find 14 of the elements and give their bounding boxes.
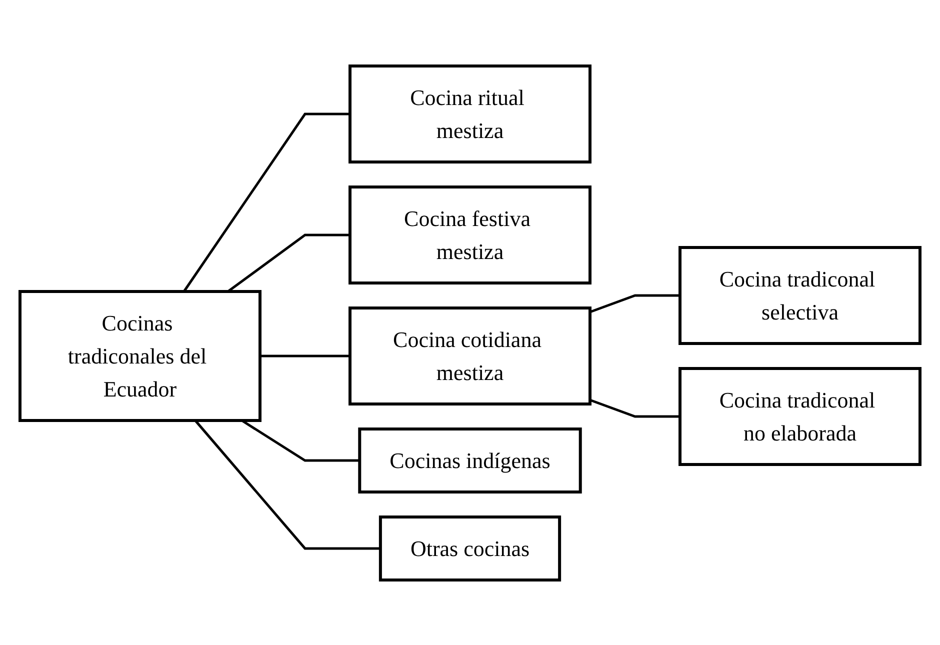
- node-box: Cocina festiva mestiza: [348, 185, 592, 284]
- connector: [590, 294, 680, 313]
- node-box: Otras cocinas: [378, 515, 562, 581]
- node-box: Cocina cotidiana mestiza: [348, 306, 592, 405]
- connector: [260, 354, 350, 357]
- connector: [194, 419, 380, 550]
- connector: [227, 233, 350, 292]
- node-box: Cocinas indígenas: [358, 427, 582, 493]
- node-box: Cocina ritual mestiza: [348, 64, 592, 163]
- connector: [182, 112, 350, 292]
- connector: [590, 398, 680, 418]
- node-box: Cocina tradiconal selectiva: [678, 246, 922, 344]
- node-box: Cocina tradiconal no elaborada: [678, 366, 922, 466]
- node-box: Cocinas tradiconales del Ecuador: [18, 290, 262, 422]
